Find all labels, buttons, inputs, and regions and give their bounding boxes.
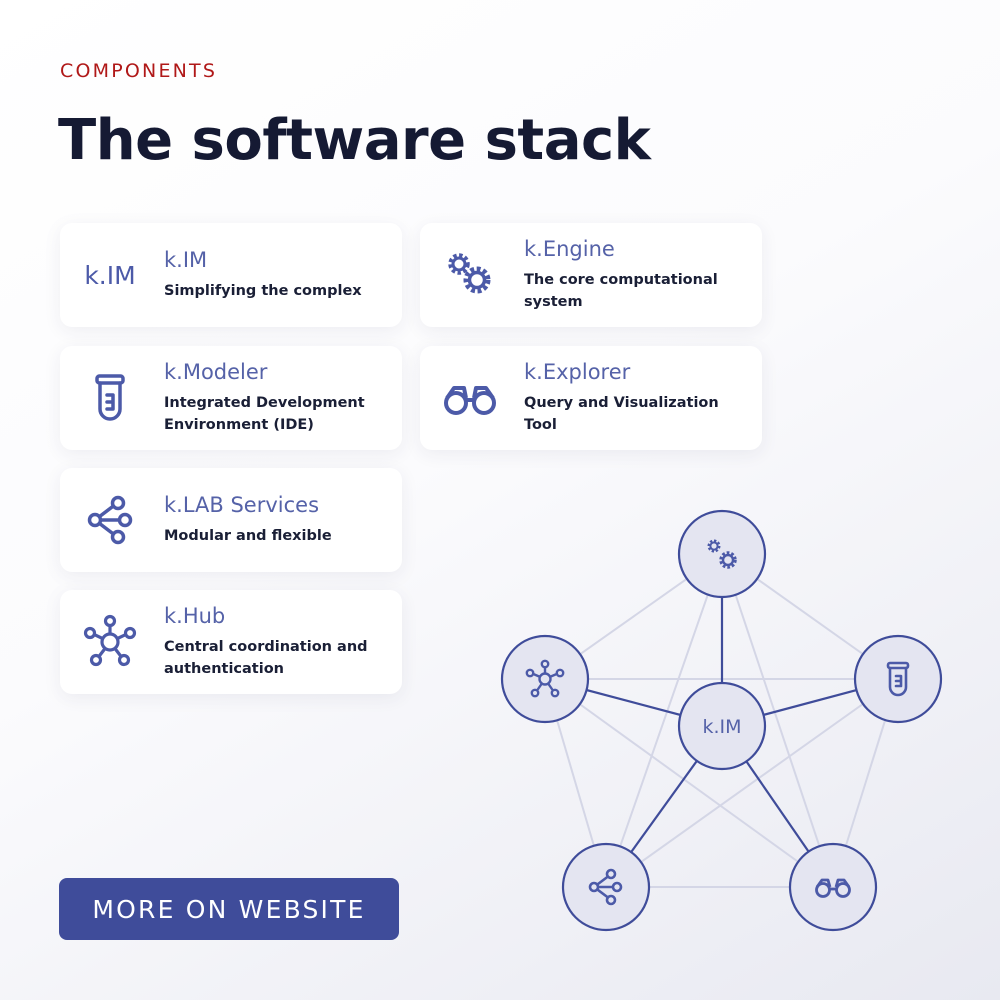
hub-icon xyxy=(525,659,565,698)
more-on-website-button[interactable]: MORE ON WEBSITE xyxy=(59,878,399,940)
component-description: The core computational system xyxy=(524,272,718,310)
test-tube-icon xyxy=(886,661,910,697)
component-card-kengine: k.Engine The core computational system xyxy=(420,223,762,327)
gears-icon xyxy=(707,539,737,569)
component-description: Integrated Development Environment (IDE) xyxy=(164,395,365,433)
page-title: The software stack xyxy=(58,108,651,173)
hub-icon xyxy=(80,612,140,672)
component-name: k.Engine xyxy=(524,237,615,261)
network-node-engine xyxy=(677,509,767,599)
network-node-explorer xyxy=(788,842,878,932)
component-description: Modular and flexible xyxy=(164,528,332,544)
component-network-diagram: k.IM xyxy=(500,509,943,932)
binoculars-icon xyxy=(815,878,851,898)
eyebrow-label: COMPONENTS xyxy=(60,60,218,82)
network-node-modeler xyxy=(853,634,943,724)
share-icon xyxy=(80,490,140,550)
component-name: k.Hub xyxy=(164,604,226,628)
component-card-klab-services: k.LAB Services Modular and flexible xyxy=(60,468,402,572)
kim-logo-icon: k.IM xyxy=(80,245,140,305)
component-name: k.Modeler xyxy=(164,360,268,384)
component-name: k.LAB Services xyxy=(164,493,320,517)
component-card-kexplorer: k.Explorer Query and Visualization Tool xyxy=(420,346,762,450)
share-icon xyxy=(588,868,623,906)
component-description: Simplifying the complex xyxy=(164,283,362,299)
binoculars-icon xyxy=(440,368,500,428)
component-card-khub: k.Hub Central coordination and authentic… xyxy=(60,590,402,694)
component-name: k.IM xyxy=(164,248,208,272)
component-description: Central coordination and authentication xyxy=(164,639,368,677)
gears-icon xyxy=(440,245,500,305)
component-description: Query and Visualization Tool xyxy=(524,395,719,433)
network-node-services xyxy=(561,842,651,932)
network-node-kim: k.IM xyxy=(677,681,767,771)
test-tube-icon xyxy=(80,368,140,428)
kim-logo-text: k.IM xyxy=(84,260,136,290)
component-name: k.Explorer xyxy=(524,360,631,384)
network-node-hub xyxy=(500,634,590,724)
network-center-label: k.IM xyxy=(702,716,741,738)
component-card-kim: k.IM k.IM Simplifying the complex xyxy=(60,223,402,327)
component-card-kmodeler: k.Modeler Integrated Development Environ… xyxy=(60,346,402,450)
